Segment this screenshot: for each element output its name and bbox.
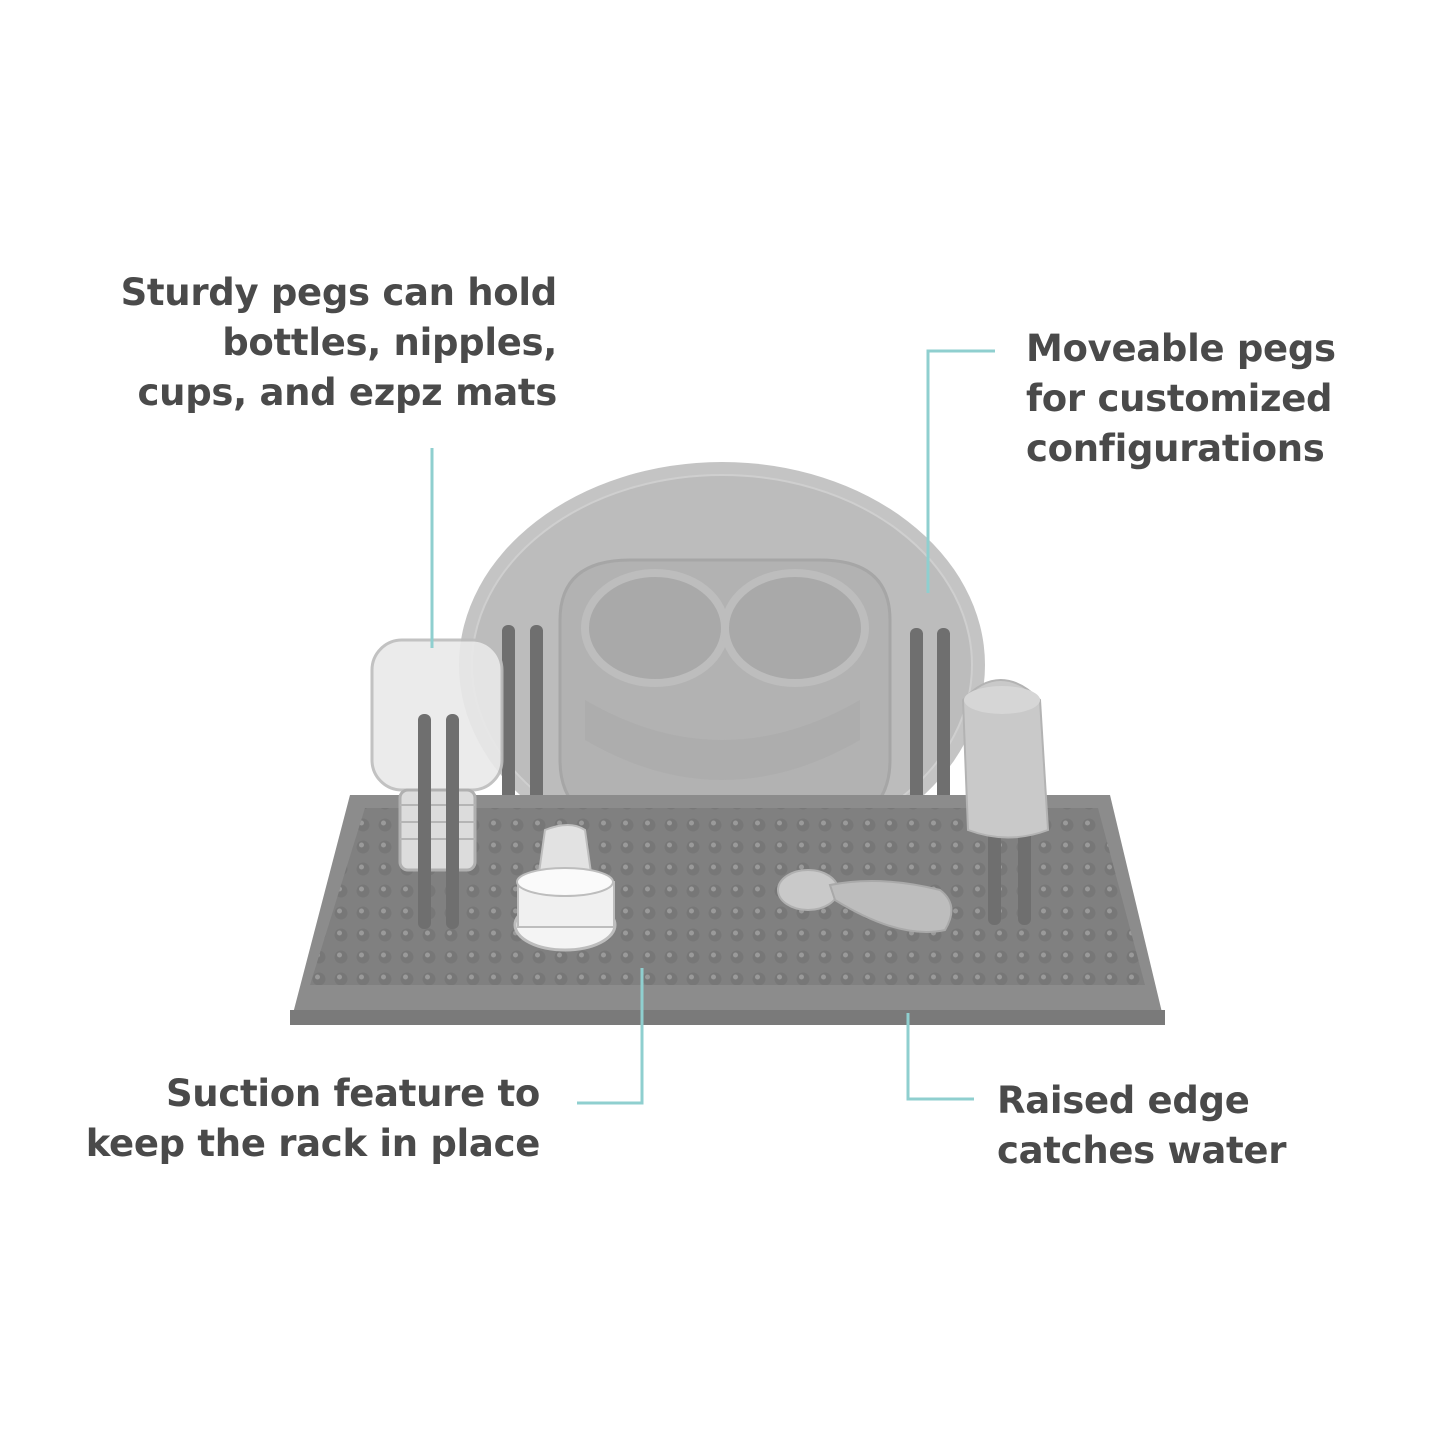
spoon	[777, 869, 953, 933]
callout-edge-line: catches water	[997, 1129, 1287, 1172]
callout-pegs: Sturdy pegs can hold bottles, nipples, c…	[120, 268, 558, 418]
rack-base	[290, 795, 1165, 1025]
callout-pegs-line: Sturdy pegs can hold	[120, 271, 558, 314]
callout-pegs-line: bottles, nipples,	[222, 321, 557, 364]
leader-moveable	[926, 349, 995, 593]
leader-lines	[430, 349, 995, 1105]
callout-moveable-line: configurations	[1026, 427, 1325, 470]
cup	[961, 679, 1050, 925]
bottle	[370, 638, 504, 929]
callout-edge-line: Raised edge	[997, 1079, 1250, 1122]
callout-moveable-line: Moveable pegs	[1026, 327, 1336, 370]
callout-moveable: Moveable pegs for customized configurati…	[1026, 324, 1336, 474]
callout-pegs-line: cups, and ezpz mats	[137, 371, 558, 414]
back-pegs	[502, 625, 950, 823]
leader-suction	[577, 968, 644, 1105]
placemat	[459, 462, 985, 868]
callout-moveable-line: for customized	[1026, 377, 1333, 420]
callout-suction-line: keep the rack in place	[85, 1122, 541, 1165]
callout-suction: Suction feature to keep the rack in plac…	[85, 1069, 541, 1169]
nipple	[513, 824, 617, 952]
leader-edge	[906, 1013, 974, 1101]
callout-edge: Raised edge catches water	[997, 1076, 1286, 1176]
callout-suction-line: Suction feature to	[165, 1072, 540, 1115]
